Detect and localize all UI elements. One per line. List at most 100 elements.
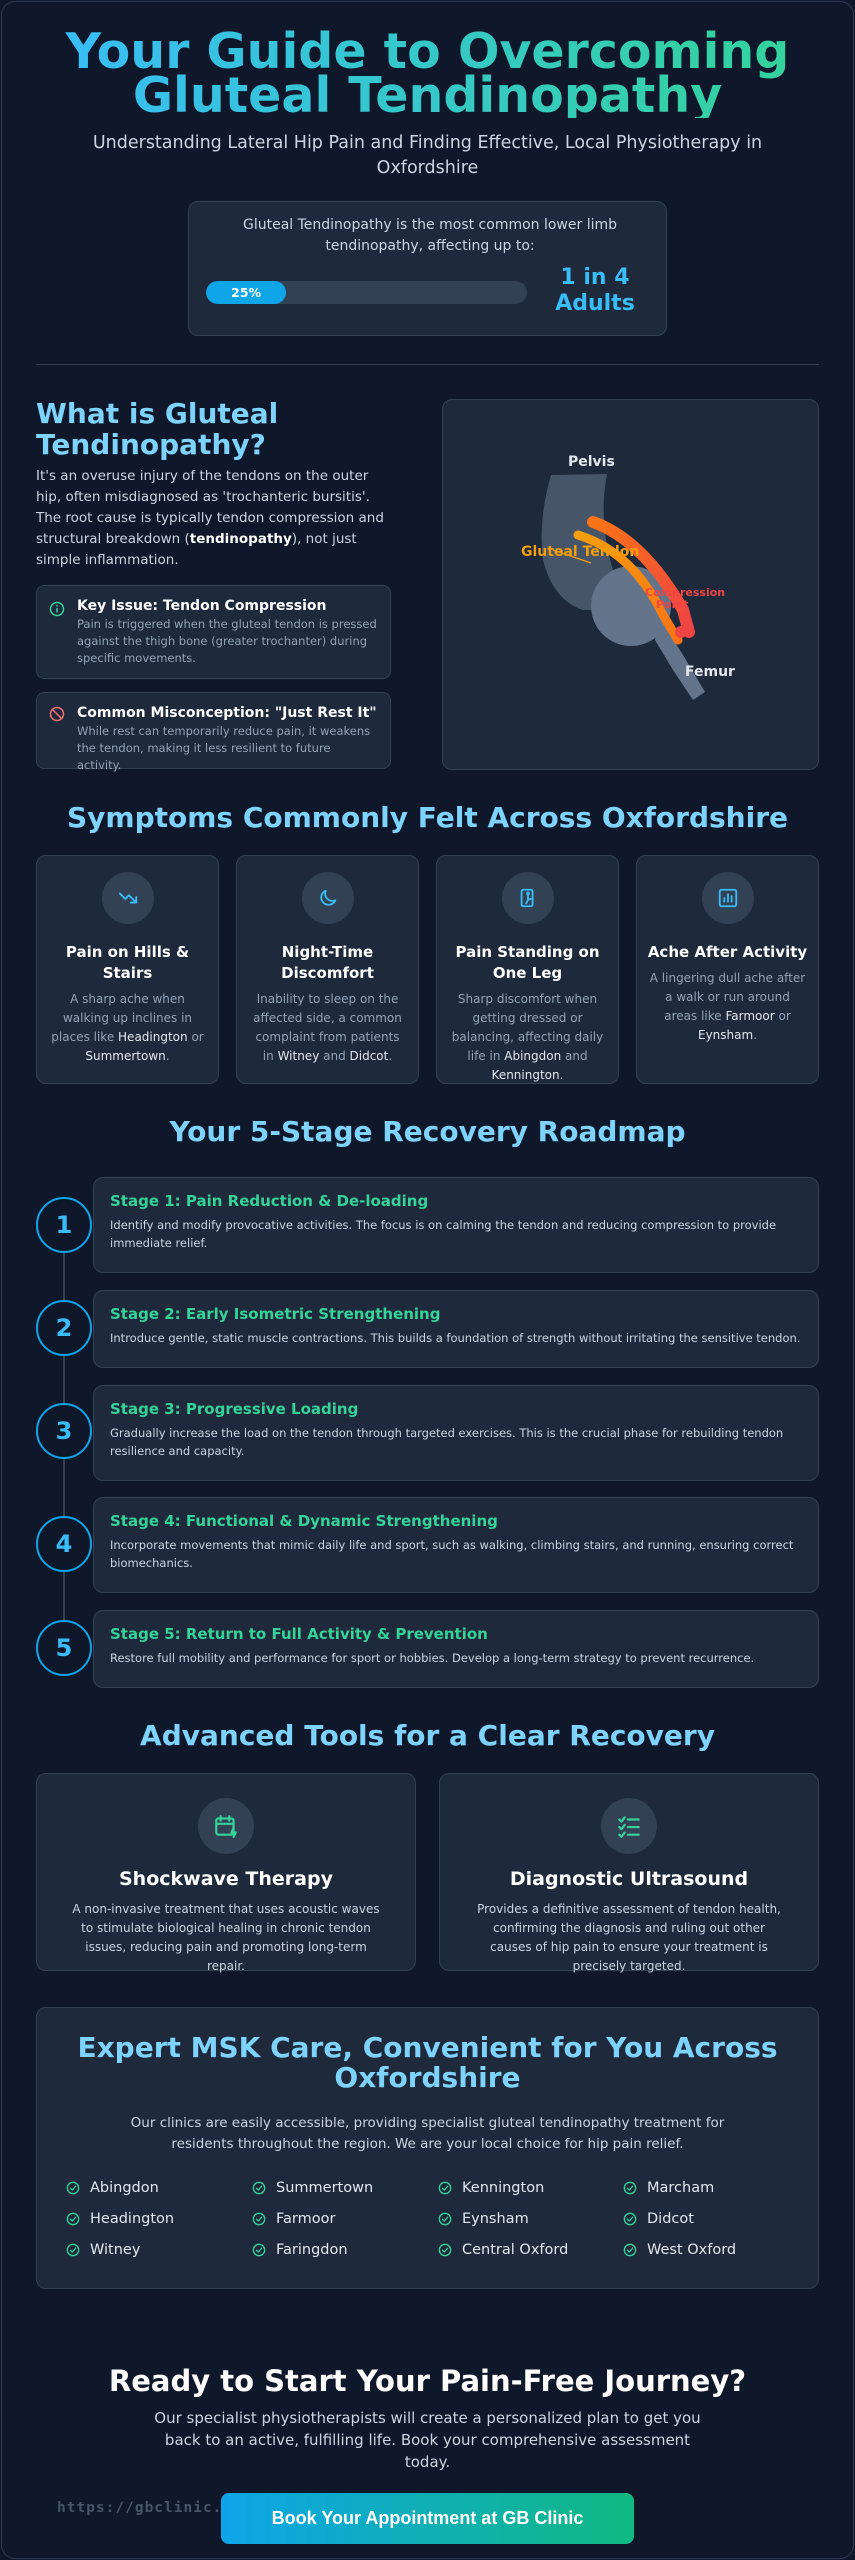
symptom-card: Night-Time Discomfort Inability to sleep… (236, 855, 419, 1084)
check-circle-icon (252, 2181, 266, 2195)
location-name: Marcham (647, 2180, 715, 2196)
stage-text: Incorporate movements that mimic daily l… (110, 1538, 794, 1570)
femur-label: Femur (685, 664, 735, 680)
symptom-text: A lingering dull ache after a walk or ru… (649, 971, 806, 1042)
stage-text: Gradually increase the load on the tendo… (110, 1426, 784, 1458)
stage-number: 5 (36, 1620, 92, 1676)
info-card-text: Pain is triggered when the gluteal tendo… (77, 617, 377, 665)
stage-card: Stage 3: Progressive Loading Gradually i… (93, 1385, 819, 1481)
compression-label: Compression (645, 586, 725, 599)
femur-shaft (655, 615, 705, 700)
symptom-title: Night-Time Discomfort (281, 943, 374, 982)
stage-title: Stage 4: Functional & Dynamic Strengthen… (110, 1512, 498, 1530)
location-item: Eynsham (438, 2211, 529, 2227)
check-circle-icon (438, 2181, 452, 2195)
divider (36, 364, 819, 365)
website-url[interactable]: https://gbclinic.co.uk (57, 2500, 272, 2516)
compression-label-2: Point (656, 598, 688, 611)
stat-text: Gluteal Tendinopathy is the most common … (242, 217, 618, 254)
tendon-label: Gluteal Tendon (521, 544, 639, 560)
location-name: Witney (90, 2242, 141, 2258)
symptoms-title: Symptoms Commonly Felt Across Oxfordshir… (67, 801, 788, 834)
stage-title: Stage 1: Pain Reduction & De-loading (110, 1192, 429, 1210)
misconception-card: Common Misconception: "Just Rest It" Whi… (36, 692, 391, 772)
check-circle-icon (252, 2243, 266, 2257)
stat-highlight: 1 in 4 Adults (555, 265, 635, 316)
check-circle-icon (438, 2243, 452, 2257)
checklist-icon (601, 1798, 657, 1854)
stage-title: Stage 2: Early Isometric Strengthening (110, 1305, 441, 1323)
cta-title: Ready to Start Your Pain-Free Journey? (108, 2364, 747, 2398)
symptom-card: Pain Standing on One Leg Sharp discomfor… (436, 855, 619, 1084)
page-title: Your Guide to Overcoming Gluteal Tendino… (40, 30, 815, 118)
tool-card: Diagnostic Ultrasound Provides a definit… (439, 1773, 819, 1973)
chart-icon (701, 872, 754, 924)
location-name: Abingdon (90, 2180, 159, 2196)
roadmap-title: Your 5-Stage Recovery Roadmap (169, 1115, 686, 1148)
ban-icon (49, 706, 65, 722)
check-circle-icon (66, 2212, 80, 2226)
tool-title: Diagnostic Ultrasound (509, 1868, 749, 1890)
stage-card: Stage 4: Functional & Dynamic Strengthen… (93, 1497, 819, 1593)
symptom-text: Inability to sleep on the affected side,… (253, 992, 402, 1063)
msk-text: Our clinics are easily accessible, provi… (130, 2115, 725, 2152)
location-item: Summertown (252, 2180, 373, 2196)
symptom-text: A sharp ache when walking up inclines in… (51, 992, 204, 1063)
location-item: Marcham (623, 2180, 714, 2196)
location-item: Faringdon (252, 2242, 348, 2258)
msk-care-card (36, 2007, 819, 2289)
stage-number: 1 (36, 1197, 92, 1253)
stage-card: Stage 5: Return to Full Activity & Preve… (93, 1610, 819, 1688)
check-circle-icon (623, 2181, 637, 2195)
hip-diagram: Pelvis Gluteal Tendon Compression Point … (442, 399, 819, 770)
symptom-title: Ache After Activity (647, 943, 808, 961)
hip-anatomy-illustration: Pelvis Gluteal Tendon Compression Point … (521, 454, 735, 700)
tool-card: Shockwave Therapy A non-invasive treatme… (36, 1773, 416, 1973)
location-name: West Oxford (647, 2242, 737, 2258)
cta-text: Our specialist physiotherapists will cre… (154, 2409, 701, 2471)
pelvis-label: Pelvis (568, 454, 615, 470)
location-name: Faringdon (276, 2242, 348, 2258)
check-circle-icon (66, 2243, 80, 2257)
book-appointment-button[interactable]: Book Your Appointment at GB Clinic (221, 2493, 634, 2544)
page-subtitle: Understanding Lateral Hip Pain and Findi… (92, 133, 763, 178)
msk-title: Expert MSK Care, Convenient for You Acro… (77, 2031, 778, 2094)
gluteal-tendon-lower (573, 530, 683, 645)
stage-title: Stage 5: Return to Full Activity & Preve… (110, 1625, 488, 1643)
calendar-bolt-icon (198, 1798, 254, 1854)
symptom-card: Pain on Hills & Stairs A sharp ache when… (36, 855, 219, 1084)
location-name: Eynsham (462, 2211, 529, 2227)
tool-text: Provides a definitive assessment of tend… (477, 1902, 781, 1973)
location-name: Central Oxford (462, 2242, 569, 2258)
progress-fill: 25% (206, 281, 287, 304)
symptom-title: Pain on Hills & Stairs (65, 943, 190, 982)
moon-icon (301, 872, 354, 924)
tools-title: Advanced Tools for a Clear Recovery (140, 1719, 715, 1752)
symptom-text: Sharp discomfort when getting dressed or… (451, 992, 604, 1082)
info-card-title: Key Issue: Tendon Compression (77, 598, 327, 614)
location-item: Abingdon (66, 2180, 159, 2196)
pelvis-bone (541, 474, 621, 610)
location-item: Didcot (623, 2211, 694, 2227)
stage-text: Identify and modify provocative activiti… (110, 1218, 777, 1250)
stage-card: Stage 2: Early Isometric Strengthening I… (93, 1290, 819, 1368)
symptom-card: Ache After Activity A lingering dull ach… (636, 855, 819, 1084)
location-name: Didcot (647, 2211, 694, 2227)
stage-card: Stage 1: Pain Reduction & De-loading Ide… (93, 1177, 819, 1273)
symptom-title: Pain Standing on One Leg (455, 943, 600, 982)
stage-title: Stage 3: Progressive Loading (110, 1400, 359, 1418)
what-is-body: It's an overuse injury of the tendons on… (36, 468, 384, 568)
location-item: Kennington (438, 2180, 544, 2196)
compression-point-marker (675, 626, 687, 638)
stage-text: Introduce gentle, static muscle contract… (110, 1331, 801, 1345)
stat-card (188, 201, 667, 336)
check-circle-icon (438, 2212, 452, 2226)
location-item: West Oxford (623, 2242, 736, 2258)
gluteal-tendon-upper (587, 516, 695, 638)
check-circle-icon (623, 2212, 637, 2226)
check-circle-icon (623, 2243, 637, 2257)
key-issue-card: Key Issue: Tendon Compression Pain is tr… (36, 585, 391, 679)
location-name: Kennington (462, 2180, 545, 2196)
trend-down-icon (101, 872, 154, 924)
standing-icon (501, 872, 554, 924)
